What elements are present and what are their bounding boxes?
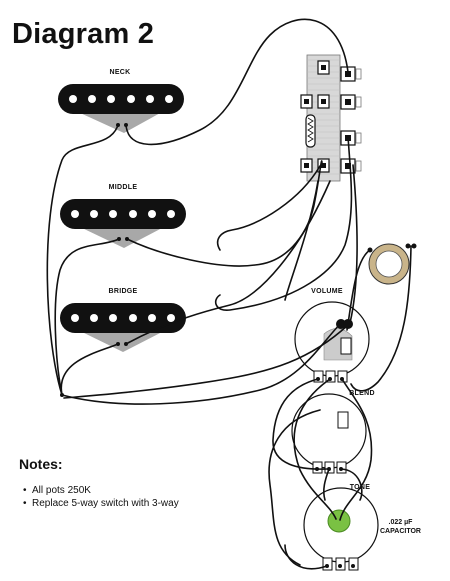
neck-pickup <box>58 84 184 133</box>
wires <box>46 18 412 570</box>
diagram-title: Diagram 2 <box>12 18 155 50</box>
blend-pot-label: BLEND <box>349 390 375 397</box>
switch-side-tabs <box>355 68 362 172</box>
notes-heading: Notes: <box>19 456 63 472</box>
bridge-pickup <box>60 303 186 352</box>
solder-joints <box>60 319 353 397</box>
middle-pickup-poles <box>71 210 175 218</box>
switch-right-lugs <box>340 66 356 174</box>
neck-pickup-label: NECK <box>109 69 131 76</box>
capacitor-label: .022 µF CAPACITOR <box>380 518 421 536</box>
jack-center <box>375 250 403 278</box>
middle-pickup-shadow <box>80 227 164 248</box>
note-item: Replace 5-way switch with 3-way <box>23 497 179 510</box>
output-jack <box>367 243 417 285</box>
neck-pickup-shadow <box>78 112 162 133</box>
tone-pot-lugs <box>322 557 359 571</box>
bridge-pickup-poles <box>71 314 175 322</box>
capacitor-value: .022 µF <box>388 519 413 526</box>
volume-pot-lugs <box>313 370 348 383</box>
volume-pot <box>294 301 370 383</box>
volume-pot-label: VOLUME <box>311 288 343 295</box>
notes-list: All pots 250K Replace 5-way switch with … <box>23 484 179 510</box>
middle-pickup <box>60 199 186 248</box>
bridge-pickup-body <box>60 303 186 333</box>
pickup-selector-switch <box>300 54 362 182</box>
neck-pickup-poles <box>69 95 173 103</box>
capacitor-name: CAPACITOR <box>380 528 421 535</box>
bridge-pickup-label: BRIDGE <box>108 288 138 295</box>
note-item: All pots 250K <box>23 484 179 497</box>
capacitor <box>327 509 351 533</box>
neck-pickup-body <box>58 84 184 114</box>
middle-pickup-label: MIDDLE <box>108 184 138 191</box>
switch-left-lug-holes <box>304 65 326 168</box>
middle-pickup-body <box>60 199 186 229</box>
blend-pot-body <box>291 393 367 469</box>
bridge-pickup-shadow <box>80 331 164 352</box>
